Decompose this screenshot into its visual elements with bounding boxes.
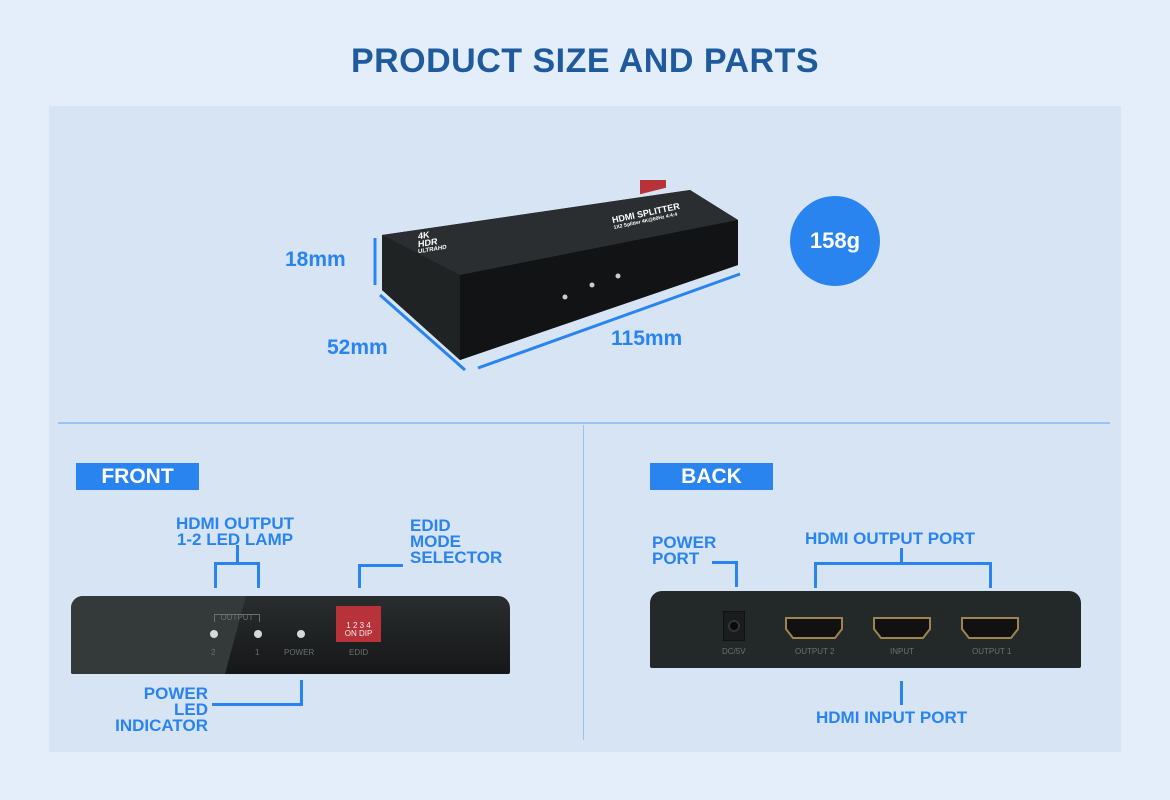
label-line: HDMI OUTPUT xyxy=(175,514,295,533)
label-line: LED xyxy=(174,700,208,719)
power-label: POWER xyxy=(284,648,315,657)
depth-dimension: 52mm xyxy=(327,336,388,359)
label-line: 1-2 LED LAMP xyxy=(176,530,294,549)
front-tag: FRONT xyxy=(76,463,199,490)
height-dimension: 18mm xyxy=(285,248,346,271)
led-output-1 xyxy=(254,630,262,638)
back-panel: DC/5V OUTPUT 2 INPUT OUTPUT 1 xyxy=(650,591,1081,668)
device-logo: 4K HDR ULTRAHD xyxy=(418,228,447,257)
label-line: INDICATOR xyxy=(115,716,208,735)
led-output-2 xyxy=(210,630,218,638)
horizontal-divider xyxy=(58,422,1110,424)
output-label: OUTPUT xyxy=(214,614,260,622)
label-line: POWER xyxy=(652,533,717,552)
power-port-label: POWER PORT xyxy=(652,533,717,568)
hdmi-output-2-port xyxy=(785,617,843,639)
device-3d-view xyxy=(373,180,741,372)
hdmi-output-port-label: HDMI OUTPUT PORT xyxy=(805,529,975,548)
power-led-label: POWER LED INDICATOR xyxy=(100,684,208,735)
length-dimension: 115mm xyxy=(611,327,683,350)
hdmi-input-port xyxy=(873,617,931,639)
output1-label: OUTPUT 1 xyxy=(972,647,1012,656)
label-line: POWER xyxy=(143,684,208,703)
edid-panel-label: EDID xyxy=(349,648,369,657)
hdmi-input-port-label: HDMI INPUT PORT xyxy=(816,708,968,727)
input-label: INPUT xyxy=(890,647,914,656)
edid-label: EDID MODE SELECTOR xyxy=(410,516,503,567)
dc-power-jack xyxy=(723,611,745,641)
page-title: PRODUCT SIZE AND PARTS xyxy=(350,42,820,80)
label-line: PORT xyxy=(652,549,700,568)
edid-dip-switch[interactable]: 1 2 3 4 ON DIP xyxy=(336,606,381,642)
dip-text: ON DIP xyxy=(344,629,373,638)
output2-label: OUTPUT 2 xyxy=(795,647,835,656)
label-line: SELECTOR xyxy=(410,548,503,567)
hdmi-output-1-port xyxy=(961,617,1019,639)
dip-numbers: 1 2 3 4 xyxy=(346,621,371,630)
vertical-divider xyxy=(583,425,584,740)
label-line: EDID xyxy=(410,516,451,535)
weight-badge: 158g xyxy=(790,196,880,286)
led-lamp-label: HDMI OUTPUT 1-2 LED LAMP xyxy=(150,514,320,549)
dc-label: DC/5V xyxy=(722,647,746,656)
back-tag: BACK xyxy=(650,463,773,490)
label-line: MODE xyxy=(410,532,461,551)
led-power xyxy=(297,630,305,638)
front-panel: OUTPUT 2 1 POWER 1 2 3 4 ON DIP EDID xyxy=(71,596,510,674)
led2-label: 2 xyxy=(211,648,216,657)
led1-label: 1 xyxy=(255,648,260,657)
